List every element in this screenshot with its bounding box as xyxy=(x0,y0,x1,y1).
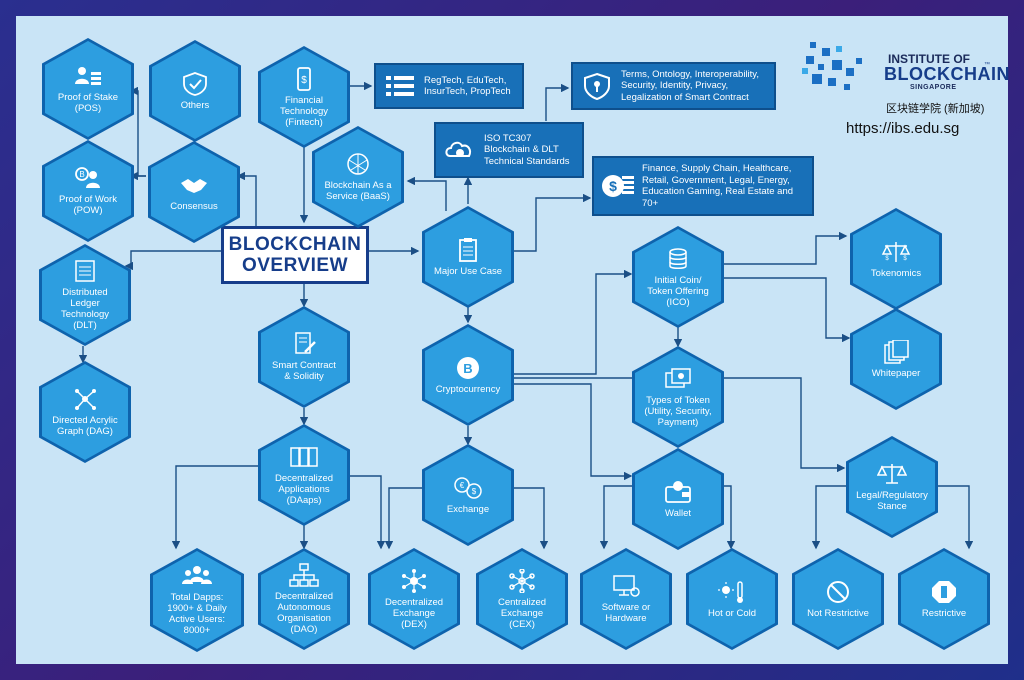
software-hardware-label: Software or Hardware xyxy=(601,602,651,624)
graph-nodes-icon xyxy=(75,389,96,410)
svg-text:$: $ xyxy=(609,178,617,194)
dag-label: Directed Acrylic Graph (DAG) xyxy=(52,415,118,437)
cex-label: Centralized Exchange (CEX) xyxy=(497,596,547,630)
title-line-1: BLOCKCHAIN xyxy=(228,234,362,255)
centralized-network-icon xyxy=(509,568,535,593)
phone-dollar-icon: $ xyxy=(297,66,311,91)
hex-major-use-case: Major Use Case xyxy=(422,206,514,308)
svg-text:$: $ xyxy=(903,256,907,262)
prohibited-icon xyxy=(827,580,849,603)
consensus-label: Consensus xyxy=(170,200,218,212)
others-label: Others xyxy=(180,99,210,111)
hex-cryptocurrency: B Cryptocurrency xyxy=(422,324,514,426)
wallet-label: Wallet xyxy=(664,507,692,519)
svg-text:€: € xyxy=(460,481,465,490)
diagram-canvas: BLOCKCHAIN OVERVIEW INSTITUTE OF BLOCKCH… xyxy=(16,16,1010,664)
total-dapps-label: Total Dapps: 1900+ & Daily Active Users:… xyxy=(167,592,227,636)
logo-url[interactable]: https://ibs.edu.sg xyxy=(846,120,960,137)
proof-of-stake-label: Proof of Stake (POS) xyxy=(57,92,119,114)
hex-exchange: €$ Exchange xyxy=(422,444,514,546)
computer-gear-icon xyxy=(613,575,640,597)
logo-line-1: INSTITUTE OF xyxy=(888,52,970,66)
restrictive-label: Restrictive xyxy=(921,607,967,619)
handshake-icon xyxy=(181,178,207,193)
exchange-label: Exchange xyxy=(446,503,490,515)
iso-text: ISO TC307 Blockchain & DLT Technical Sta… xyxy=(484,132,570,167)
miner-coin-icon: B xyxy=(75,167,100,188)
stop-hand-icon xyxy=(932,580,956,603)
scale-coins-icon: $$ xyxy=(881,241,911,262)
hex-fintech: $ Financial Technology (Fintech) xyxy=(258,46,350,148)
diagram-title: BLOCKCHAIN OVERVIEW xyxy=(221,226,369,284)
hex-dao: Decentralized Autonomous Organisation (D… xyxy=(258,548,350,650)
decentralized-network-icon xyxy=(402,568,426,593)
regtech-text: RegTech, EduTech, InsurTech, PropTech xyxy=(424,74,511,98)
ico-label: Initial Coin/ Token Offering (ICO) xyxy=(647,274,709,308)
types-of-token-label: Types of Token (Utility, Security, Payme… xyxy=(644,394,712,428)
terms-box: Terms, Ontology, Interoperability, Secur… xyxy=(571,62,776,110)
svg-text:$: $ xyxy=(885,256,889,262)
network-globe-icon xyxy=(347,153,369,175)
cloud-bitcoin-icon xyxy=(445,141,472,157)
devices-icon xyxy=(290,446,318,467)
clipboard-icon xyxy=(459,237,477,262)
whitepaper-label: Whitepaper xyxy=(871,367,921,379)
legal-label: Legal/Regulatory Stance xyxy=(856,490,928,512)
shield-check-icon xyxy=(183,71,207,96)
proof-of-work-label: Proof of Work (POW) xyxy=(59,194,117,216)
hex-baas: Blockchain As a Service (BaaS) xyxy=(312,126,404,228)
wallet-icon xyxy=(665,480,691,503)
token-cards-icon xyxy=(665,367,691,388)
dex-label: Decentralized Exchange (DEX) xyxy=(384,596,444,630)
finance-text: Finance, Supply Chain, Healthcare, Retai… xyxy=(642,163,794,209)
users-icon xyxy=(182,566,212,584)
smart-contract-label: Smart Contract & Solidity xyxy=(272,360,336,382)
terms-text: Terms, Ontology, Interoperability, Secur… xyxy=(621,68,759,103)
sun-thermometer-icon xyxy=(718,580,743,603)
logo-line-2: BLOCKCHAIN xyxy=(884,64,1010,84)
svg-text:B: B xyxy=(463,361,472,376)
hex-dex: Decentralized Exchange (DEX) xyxy=(368,548,460,650)
dlt-label: Distributed Ledger Technology (DLT) xyxy=(60,287,110,331)
bitcoin-icon: B xyxy=(457,356,479,379)
major-use-case-label: Major Use Case xyxy=(433,265,503,277)
documents-icon xyxy=(884,339,909,364)
shield-lock-icon xyxy=(584,72,610,100)
coins-person-icon xyxy=(75,67,101,85)
logo-chinese: 区块链学院 (新加坡) xyxy=(886,103,985,115)
hex-smart-contract: Smart Contract & Solidity xyxy=(258,306,350,408)
iso-box: ISO TC307 Blockchain & DLT Technical Sta… xyxy=(434,122,584,178)
logo-line-3: SINGAPORE xyxy=(910,84,957,91)
svg-text:B: B xyxy=(79,170,84,179)
svg-text:$: $ xyxy=(472,487,477,496)
title-line-2: OVERVIEW xyxy=(241,255,349,276)
ledger-icon xyxy=(75,260,95,282)
coins-dollar-icon: $ xyxy=(602,175,634,197)
contract-pen-icon xyxy=(295,332,316,354)
logo-tm: ™ xyxy=(984,62,990,68)
list-icon xyxy=(386,76,414,96)
hex-daaps: Decentralized Applications (DAaps) xyxy=(258,424,350,526)
hot-cold-label: Hot or Cold xyxy=(707,607,757,619)
daaps-label: Decentralized Applications (DAaps) xyxy=(274,472,334,506)
coin-stack-icon xyxy=(669,247,687,269)
ibs-logo: INSTITUTE OF BLOCKCHAIN ™ SINGAPORE 区块链学… xyxy=(802,38,1010,148)
regtech-box: RegTech, EduTech, InsurTech, PropTech xyxy=(374,63,524,109)
logo-pixel-mark xyxy=(802,42,862,90)
currency-exchange-icon: €$ xyxy=(454,476,482,499)
tokenomics-label: Tokenomics xyxy=(870,267,922,279)
org-chart-icon xyxy=(289,563,319,587)
justice-scale-icon xyxy=(877,464,907,484)
dao-label: Decentralized Autonomous Organisation (D… xyxy=(274,591,334,635)
hex-wallet: Wallet xyxy=(632,448,724,550)
baas-label: Blockchain As a Service (BaaS) xyxy=(324,180,392,202)
cryptocurrency-label: Cryptocurrency xyxy=(435,383,501,395)
not-restrictive-label: Not Restrictive xyxy=(807,607,869,619)
fintech-label: Financial Technology (Fintech) xyxy=(279,94,329,128)
finance-box: $ Finance, Supply Chain, Healthcare, Ret… xyxy=(592,156,814,216)
svg-text:$: $ xyxy=(301,75,307,86)
